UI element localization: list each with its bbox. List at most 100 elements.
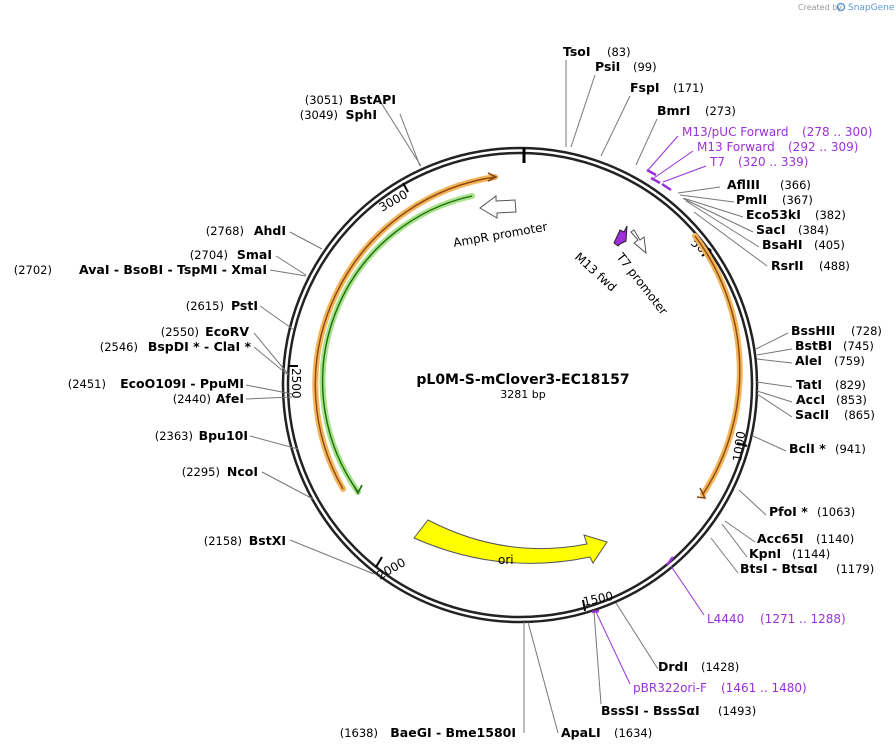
enzyme-position: (83) bbox=[607, 45, 631, 59]
enzyme-smai: SmaI (2704) bbox=[190, 247, 272, 262]
enzyme-saci: SacI (384) bbox=[756, 222, 829, 237]
enzyme-kpni: KpnI (1144) bbox=[749, 546, 830, 561]
primer-t7: T7 (320 .. 339) bbox=[661, 155, 808, 192]
enzyme-position: (829) bbox=[835, 378, 866, 392]
enzyme-name: PfoI * bbox=[769, 504, 808, 519]
enzyme-name: BaeGI - Bme1580I bbox=[390, 725, 516, 740]
enzyme-position: (1634) bbox=[614, 726, 652, 740]
enzyme-position: (382) bbox=[815, 208, 846, 222]
enzyme-ecorv: EcoRV (2550) bbox=[161, 324, 250, 339]
credit-prefix: Created by bbox=[798, 3, 842, 12]
enzyme-position: (1493) bbox=[718, 704, 756, 718]
enzyme-acci: AccI (853) bbox=[796, 392, 867, 407]
enzyme-position: (3049) bbox=[300, 108, 338, 122]
credit-brand: SnapGene bbox=[848, 3, 895, 13]
enzyme-bcli: BclI * (941) bbox=[789, 441, 866, 456]
enzyme-sacii: SacII (865) bbox=[795, 407, 875, 422]
orf-right-arc bbox=[692, 233, 743, 499]
backbone-inner-ring bbox=[286, 151, 754, 619]
primer-l4440: L4440 (1271 .. 1288) bbox=[666, 556, 846, 626]
primer-m13-puc-forward: M13/pUC Forward (278 .. 300) bbox=[646, 125, 872, 177]
enzyme-position: (941) bbox=[835, 442, 866, 456]
enzyme-afei: AfeI (2440) bbox=[173, 391, 244, 406]
primer-range: (320 .. 339) bbox=[738, 155, 808, 169]
enzyme-name: Bpu10I bbox=[199, 428, 248, 443]
enzyme-position: (2550) bbox=[161, 325, 199, 339]
enzyme-ecoo109i: EcoO109I - PpuMI (2451) bbox=[68, 376, 244, 391]
plasmid-name: pL0M-S-mClover3-EC18157 bbox=[416, 372, 629, 388]
enzyme-name: EcoO109I - PpuMI bbox=[120, 376, 244, 391]
enzyme-ncoi: NcoI (2295) bbox=[182, 464, 258, 479]
enzyme-name: SacII bbox=[795, 407, 829, 422]
enzyme-position: (2615) bbox=[186, 299, 224, 313]
feature-label-t7-promoter: T7 promoter bbox=[613, 249, 671, 317]
enzyme-name: BstAPI bbox=[350, 92, 396, 107]
enzyme-name: EcoRV bbox=[205, 324, 249, 339]
enzyme-bsshii: BssHII (728) bbox=[791, 323, 882, 338]
enzyme-position: (745) bbox=[843, 339, 874, 353]
enzyme-name: AleI bbox=[795, 353, 822, 368]
enzyme-name: TsoI bbox=[563, 44, 591, 59]
primer-range: (1271 .. 1288) bbox=[760, 612, 846, 626]
enzyme-position: (1179) bbox=[836, 562, 874, 576]
enzyme-bpu10i: Bpu10I (2363) bbox=[155, 428, 248, 443]
enzyme-position: (273) bbox=[705, 104, 736, 118]
orf-left-orange-arc bbox=[312, 172, 498, 492]
enzyme-name: TatI bbox=[796, 377, 822, 392]
tick-2500: 2500 bbox=[288, 365, 303, 399]
enzyme-bsahi: BsaHI (405) bbox=[762, 237, 845, 252]
enzyme-pmli: PmlI (367) bbox=[736, 192, 813, 207]
enzyme-position: (2704) bbox=[190, 248, 228, 262]
enzyme-psti: PstI (2615) bbox=[186, 298, 258, 313]
enzyme-bsssi: BssSI - BssSαI (1493) bbox=[601, 703, 756, 718]
enzyme-ahdi: AhdI (2768) bbox=[206, 223, 286, 238]
enzyme-name: BmrI bbox=[657, 103, 690, 118]
enzyme-name: PmlI bbox=[736, 192, 767, 207]
enzyme-position: (728) bbox=[851, 324, 882, 338]
feature-ori: ori bbox=[413, 519, 608, 567]
enzyme-name: BclI * bbox=[789, 441, 826, 456]
primer-m13-forward: M13 Forward (292 .. 309) bbox=[650, 140, 858, 185]
enzyme-name: SmaI bbox=[237, 247, 272, 262]
enzyme-bmri: BmrI (273) bbox=[657, 103, 736, 118]
tick-label-2500: 2500 bbox=[289, 368, 303, 399]
primer-name: M13/pUC Forward bbox=[682, 125, 789, 139]
enzyme-tsoi: TsoI (83) bbox=[563, 44, 631, 59]
backbone-outer-ring bbox=[281, 146, 759, 624]
feature-ampr-promoter: AmpR promoter bbox=[452, 195, 548, 250]
primer-range: (1461 .. 1480) bbox=[721, 681, 807, 695]
enzyme-name: BssHII bbox=[791, 323, 835, 338]
enzyme-name: PstI bbox=[231, 298, 258, 313]
tick-1000: 1000 bbox=[730, 430, 748, 462]
primer-name: T7 bbox=[709, 155, 725, 169]
primer-range: (278 .. 300) bbox=[802, 125, 872, 139]
enzyme-position: (2702) bbox=[14, 263, 52, 277]
enzyme-position: (384) bbox=[798, 223, 829, 237]
enzyme-position: (2451) bbox=[68, 377, 106, 391]
snapgene-logo-icon bbox=[836, 2, 846, 12]
enzyme-position: (3051) bbox=[305, 93, 343, 107]
enzyme-position: (1428) bbox=[701, 660, 739, 674]
enzyme-name: RsrII bbox=[771, 258, 804, 273]
enzyme-position: (488) bbox=[819, 259, 850, 273]
enzyme-position: (171) bbox=[673, 81, 704, 95]
enzyme-position: (1638) bbox=[340, 726, 378, 740]
enzyme-name: PsiI bbox=[595, 59, 620, 74]
enzyme-position: (2363) bbox=[155, 429, 193, 443]
enzyme-name: BstXI bbox=[249, 533, 286, 548]
enzyme-position: (2546) bbox=[100, 340, 138, 354]
enzyme-position: (853) bbox=[836, 393, 867, 407]
enzyme-name: BtsI - BtsαI bbox=[740, 561, 818, 576]
enzyme-name: AhdI bbox=[254, 223, 286, 238]
enzyme-position: (1140) bbox=[816, 532, 854, 546]
enzyme-name: DrdI bbox=[658, 659, 688, 674]
enzyme-position: (366) bbox=[780, 178, 811, 192]
primer-name: M13 Forward bbox=[697, 140, 775, 154]
feature-label-ori: ori bbox=[498, 553, 514, 567]
tick-label-1000: 1000 bbox=[730, 430, 748, 462]
enzyme-name: AflIII bbox=[727, 177, 760, 192]
enzyme-name: Acc65I bbox=[757, 531, 804, 546]
enzyme-afliii: AflIII (366) bbox=[727, 177, 811, 192]
enzyme-bstapi: BstAPI (3051) bbox=[305, 92, 396, 107]
enzyme-drdi: DrdI (1428) bbox=[658, 659, 739, 674]
